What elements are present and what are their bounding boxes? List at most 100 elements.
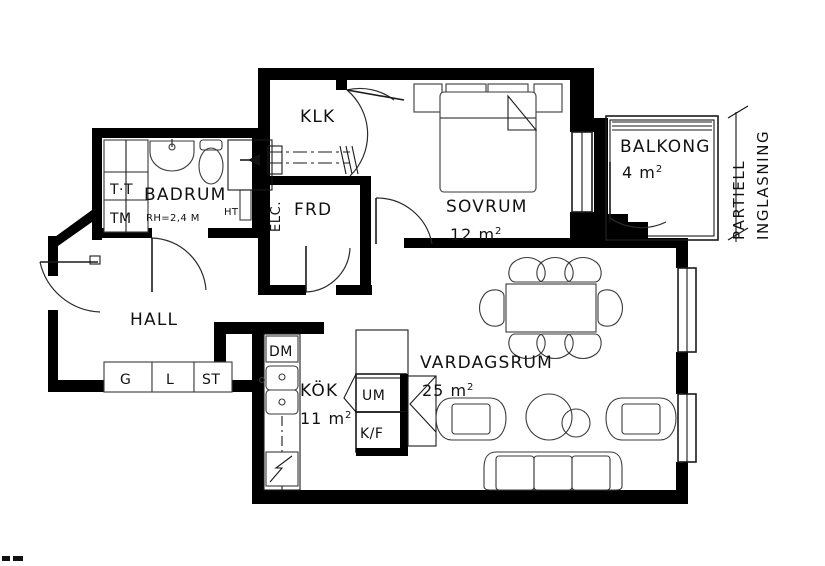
balcony-outline (605, 115, 719, 241)
kok-sink-drain-1 (278, 373, 286, 381)
wall-badrum-bottom-right (208, 228, 264, 238)
wall-hall-left-bottom (48, 370, 58, 384)
kok-group: DM UM K/F KÖK 11 m2 (259, 329, 437, 491)
bed (439, 91, 537, 193)
wall-badrum-right (252, 128, 262, 238)
ht-cabinet (239, 189, 252, 221)
badrum-note: RH=2,4 M (146, 213, 200, 224)
glazing-tick-top (727, 105, 749, 119)
wall-vardagsrum-top-right (594, 238, 688, 248)
armchair-right (605, 397, 677, 441)
armchair-left-seat (451, 403, 491, 435)
frd-label: FRD (294, 200, 332, 220)
dining-chairs-top (508, 256, 602, 283)
balcony-glazing-note-line2: INGLASNING (754, 130, 772, 240)
appliance-kf-side (400, 412, 408, 452)
kok-area-num: 11 (300, 409, 322, 428)
sofa-cushion-3 (571, 455, 611, 491)
vardagsrum-area-unit: m (450, 381, 467, 400)
flow-arrow-icon (248, 154, 260, 166)
crop-mark-2 (13, 556, 23, 561)
wall-sovrum-right-upper (570, 118, 594, 132)
glazing-tick-bottom (727, 227, 749, 241)
dining-chair (597, 289, 624, 327)
wall-balkong-left (594, 118, 608, 238)
wall-frd-bottom-left (258, 285, 306, 295)
entrance-door-hinge (89, 255, 101, 265)
dining-chair (508, 333, 546, 360)
kok-label: KÖK (300, 379, 338, 401)
klk-hanger-icons (339, 145, 359, 175)
balkong-area-num: 4 (622, 163, 633, 182)
appliance-dm-label: DM (269, 344, 293, 360)
badrum-label: BADRUM (144, 185, 227, 205)
balkong-area-exp: 2 (656, 164, 663, 175)
kok-cabinet-door-left (343, 373, 357, 413)
dining-chair (508, 256, 546, 283)
frd-group: FRD ELC. (269, 200, 351, 293)
sovrum-area-num: 12 (450, 225, 472, 244)
balkong-label: BALKONG (620, 137, 711, 157)
appliance-dm-box (265, 335, 299, 363)
sofa-cushion-2 (533, 455, 573, 491)
closet-g-label: G (120, 372, 131, 388)
vardagsrum-area: 25 m2 (422, 381, 474, 400)
dining-chair (536, 333, 574, 360)
sovrum-door-arc (375, 197, 433, 245)
badrum-door-arc (151, 237, 207, 291)
wall-vardagsrum-right-3 (676, 462, 688, 504)
bed-corner-fold (507, 94, 538, 131)
coffee-table (525, 393, 573, 441)
badrum-shaft (227, 139, 273, 191)
closet-st (193, 361, 233, 393)
klk-door-arc2 (346, 89, 369, 177)
wall-frd-right (360, 176, 371, 294)
kok-area-exp: 2 (345, 410, 352, 421)
wall-badrum-top (92, 128, 262, 138)
balcony-door-arc (609, 217, 667, 229)
wall-badrum-left (92, 128, 102, 236)
kok-tall-cabinet (355, 329, 409, 379)
wall-sovrum-bottom (404, 238, 594, 248)
dining-chair (478, 289, 505, 327)
side-table (561, 408, 591, 438)
entrance-door-arc (39, 261, 101, 313)
dining-chairs-bottom (508, 333, 602, 360)
nightstand-right (533, 83, 563, 113)
dining-table (505, 283, 597, 333)
wall-klk-right-stub (336, 68, 347, 90)
armchair-left (435, 397, 507, 441)
dining-chair (536, 256, 574, 283)
wall-kok-top (214, 322, 324, 334)
klk-hanger-3 (351, 145, 359, 175)
closet-st-label: ST (202, 372, 220, 388)
appliance-kf-base (356, 448, 408, 456)
sofa-cushion-1 (495, 455, 535, 491)
sovrum-area-unit: m (478, 225, 495, 244)
closet-l-label: L (166, 372, 174, 388)
toilet-cistern (199, 139, 223, 151)
balcony-group: PARTIELL INGLASNING BALKONG 4 m2 (605, 105, 772, 242)
kok-sink-basin-1 (265, 365, 299, 391)
kok-sink-basin-2 (265, 389, 299, 415)
wall-top-right-pier (570, 68, 594, 118)
klk-hanger-1 (339, 145, 347, 175)
kok-cabinet-door-right (409, 375, 437, 433)
armchair-right-seat (621, 403, 661, 435)
vardagsrum-label: VARDAGSRUM (420, 353, 553, 373)
appliance-um-label: UM (362, 388, 385, 404)
appliance-tm-label: TM (109, 211, 132, 227)
klk-hanger-2 (345, 145, 353, 175)
sovrum-area: 12 m2 (450, 225, 502, 244)
balcony-glazing-note-line1: PARTIELL (730, 160, 748, 240)
vardagsrum-area-num: 25 (422, 381, 444, 400)
klk-shelf-unit (267, 145, 283, 175)
appliance-tt-label: T·T (109, 182, 133, 198)
toilet-bowl (198, 147, 224, 185)
kok-area-unit: m (328, 409, 345, 428)
dining-chair (564, 256, 602, 283)
dining-chair (564, 333, 602, 360)
appliance-um-side (400, 374, 408, 412)
